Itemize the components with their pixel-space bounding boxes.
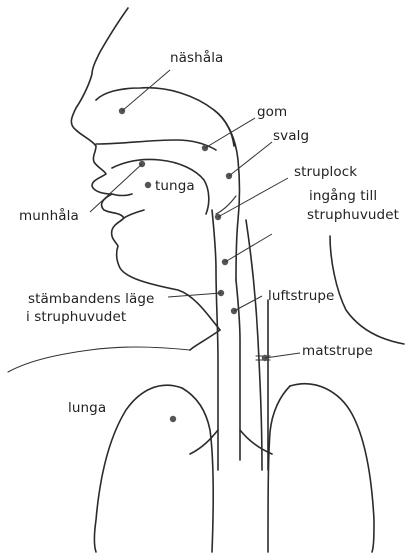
label-munhala: munhåla	[19, 207, 79, 224]
nasal-cavity-outline	[96, 88, 234, 146]
label-svalg: svalg	[273, 128, 309, 144]
palate-outline	[96, 140, 216, 150]
label-stamband-line1: stämbandens läge	[28, 291, 154, 307]
label-nashala: näshåla	[170, 49, 223, 66]
label-struplock: struplock	[294, 164, 357, 180]
neck-back	[330, 236, 404, 344]
leader-munhala	[90, 164, 142, 212]
left-lung	[95, 385, 183, 552]
oesophagus-outline	[246, 220, 268, 470]
leader-matstrupe	[265, 353, 300, 358]
labels: näshåla gom svalg struplock tunga ingång…	[19, 49, 399, 416]
leader-stamband	[168, 293, 221, 297]
dots	[119, 108, 268, 422]
neck-front	[190, 330, 220, 350]
label-ingang-line1: ingång till	[309, 187, 377, 204]
lungs-outline	[8, 347, 374, 552]
bronchi	[190, 430, 272, 454]
leader-nashala	[122, 70, 170, 111]
label-tunga: tunga	[155, 178, 195, 194]
dot-tunga	[145, 182, 151, 188]
epiglottis	[216, 196, 236, 214]
left-lung-inner	[182, 388, 213, 552]
label-gom: gom	[257, 104, 287, 120]
airway-back	[236, 280, 240, 460]
label-lunga: lunga	[68, 400, 106, 416]
head-outline	[71, 8, 404, 470]
right-lung	[290, 384, 374, 552]
label-luftstrupe: luftstrupe	[268, 288, 334, 304]
right-lung-inner	[268, 386, 290, 552]
leader-struplock	[218, 178, 288, 217]
body-outline-left	[8, 347, 190, 372]
dot-lunga	[170, 416, 176, 422]
label-matstrupe: matstrupe	[302, 343, 373, 359]
leader-gom	[205, 118, 255, 148]
label-ingang-line2: struphuvudet	[307, 207, 399, 223]
label-stamband-line2: i struphuvudet	[26, 309, 126, 325]
